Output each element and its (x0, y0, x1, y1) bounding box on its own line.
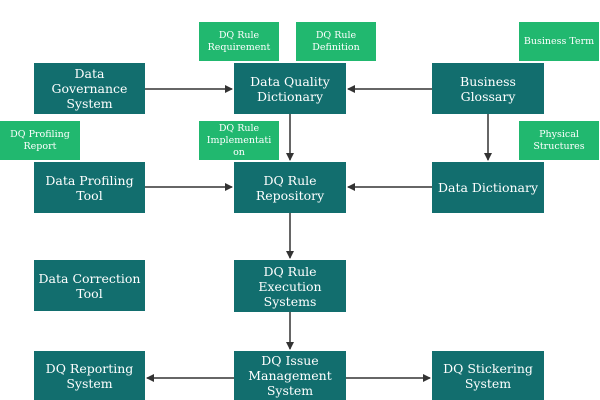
data-dictionary-box: Data Dictionary (432, 162, 544, 213)
dq-stickering-system-box: DQ Stickering System (432, 351, 544, 400)
dq-reporting-system-box: DQ Reporting System (34, 351, 145, 400)
dq-rule-definition-tag: DQ Rule Definition (296, 22, 376, 61)
dq-rule-repository-box: DQ Rule Repository (234, 162, 346, 213)
data-correction-tool-box: Data Correction Tool (34, 260, 145, 311)
data-quality-dictionary-box: Data Quality Dictionary (234, 63, 346, 114)
dq-issue-management-system-box: DQ Issue Management System (234, 351, 346, 400)
dq-rule-implementation-tag: DQ Rule Implementati on (199, 121, 279, 160)
dq-rule-execution-systems-box: DQ Rule Execution Systems (234, 260, 346, 312)
dq-profiling-report-tag: DQ Profiling Report (0, 121, 80, 160)
business-term-tag: Business Term (519, 22, 599, 61)
data-governance-system-box: Data Governance System (34, 63, 145, 114)
physical-structures-tag: Physical Structures (519, 121, 599, 160)
business-glossary-box: Business Glossary (432, 63, 544, 114)
data-profiling-tool-box: Data Profiling Tool (34, 162, 145, 213)
dq-rule-requirement-tag: DQ Rule Requirement (199, 22, 279, 61)
